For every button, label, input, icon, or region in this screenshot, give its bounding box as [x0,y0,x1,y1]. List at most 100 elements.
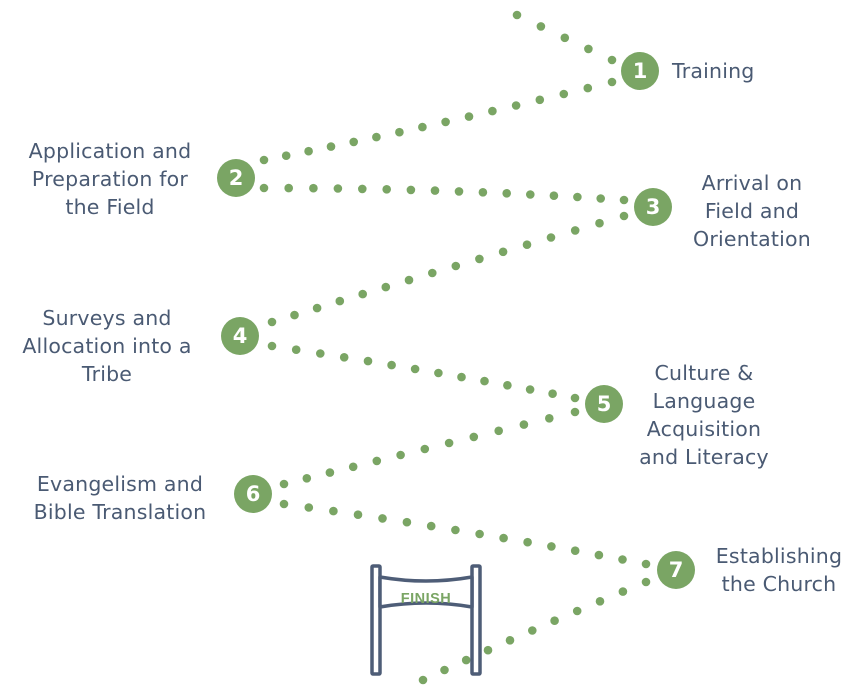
finish-label: FINISH [400,591,452,607]
path-dot [304,503,314,512]
path-dot [395,127,404,137]
finish-frame [370,564,482,676]
path-dot [382,185,392,194]
step-4-number: 4 [232,324,248,348]
path-dot [596,194,605,203]
step-4-label: Surveys and Allocation into a Tribe [4,304,210,388]
step-1-number: 1 [632,59,648,83]
path-dot [279,499,289,509]
path-dot [550,616,559,625]
path-dot [339,353,349,362]
step-2-label-line: Preparation for [31,167,189,191]
step-7-badge: 7 [657,551,695,589]
path-dot [430,186,440,195]
step-5-label-line: Culture & [654,361,754,385]
path-dot [302,474,312,483]
path-dot [326,142,336,151]
step-4-badge: 4 [221,317,259,355]
step-3-label-line: Arrival on [701,171,803,195]
path-dot [570,226,580,235]
step-2-number: 2 [228,166,244,190]
path-dot [304,146,313,156]
path-dot [583,83,593,93]
path-dot [528,626,537,635]
path-dot [548,389,557,399]
path-dot [641,577,651,587]
path-dot [316,349,325,358]
step-3-label: Arrival on Field and Orientation [672,169,832,253]
path-dot [333,184,343,193]
path-dot [547,542,556,551]
step-6-badge: 6 [234,475,272,513]
path-dot [498,247,508,257]
step-5-label: Culture & Language Acquisition and Liter… [624,359,784,471]
path-dot [349,137,359,147]
step-6-label: Evangelism and Bible Translation [14,470,226,526]
step-3-label-line: Field and [704,199,800,223]
path-dot [378,514,387,523]
step-4-label-line: Allocation into a [22,334,192,358]
step-5-label-line: and Literacy [639,445,769,469]
path-dot [457,372,466,382]
path-dot [619,195,629,205]
path-dot [618,555,627,564]
path-dot [358,184,367,194]
step-2-label-line: Application and [28,139,192,163]
path-dot [387,360,396,370]
path-dot [335,296,345,306]
path-dot [309,183,318,193]
path-dot [559,89,569,99]
step-3-number: 3 [645,195,661,219]
path-dot [483,645,493,655]
step-7-label-line: Establishing [715,544,843,568]
path-dot [434,368,443,378]
path-dot [505,636,515,645]
path-dot [546,233,556,242]
path-dot [573,192,582,202]
step-7-label: Establishing the Church [700,542,858,598]
path-dot [545,414,554,423]
path-dot [418,675,428,685]
path-dot [444,438,454,448]
path-dot [426,521,436,531]
path-dot [641,559,651,569]
finish-line-banner-icon: FINISH [368,563,484,678]
step-6-label-line: Bible Translation [33,500,207,524]
path-dot [358,289,368,299]
step-2-label: Application and Preparation for the Fiel… [10,137,210,221]
path-dot [279,479,289,489]
path-dot [312,303,322,313]
path-dot [353,510,363,519]
step-1-label-line: Training [672,59,755,83]
step-2-label-line: the Field [65,195,155,219]
path-dot [523,537,532,547]
path-dot [284,183,294,193]
path-dot [478,188,488,197]
path-dot [454,187,464,196]
path-dot [511,101,521,110]
path-dot [267,341,277,351]
path-dot [420,444,430,454]
step-5-label-line: Acquisition [646,417,762,441]
step-5-number: 5 [596,392,612,416]
path-dot [549,191,559,200]
path-dot [451,525,460,535]
path-dot [570,393,580,403]
path-dot [488,106,497,116]
path-dot [535,95,545,105]
path-dot [475,254,484,264]
path-dot [363,356,373,366]
path-dot [525,385,535,394]
path-dot [325,468,335,477]
path-dot [402,517,412,527]
path-dot [607,55,617,65]
path-dot [259,183,269,193]
path-dot [584,44,593,54]
step-6-label-line: Evangelism and [36,472,204,496]
path-dot [618,587,628,596]
path-dot [536,22,546,31]
path-dot [461,655,471,665]
step-7-label-line: the Church [721,572,837,596]
path-dot [290,310,299,320]
